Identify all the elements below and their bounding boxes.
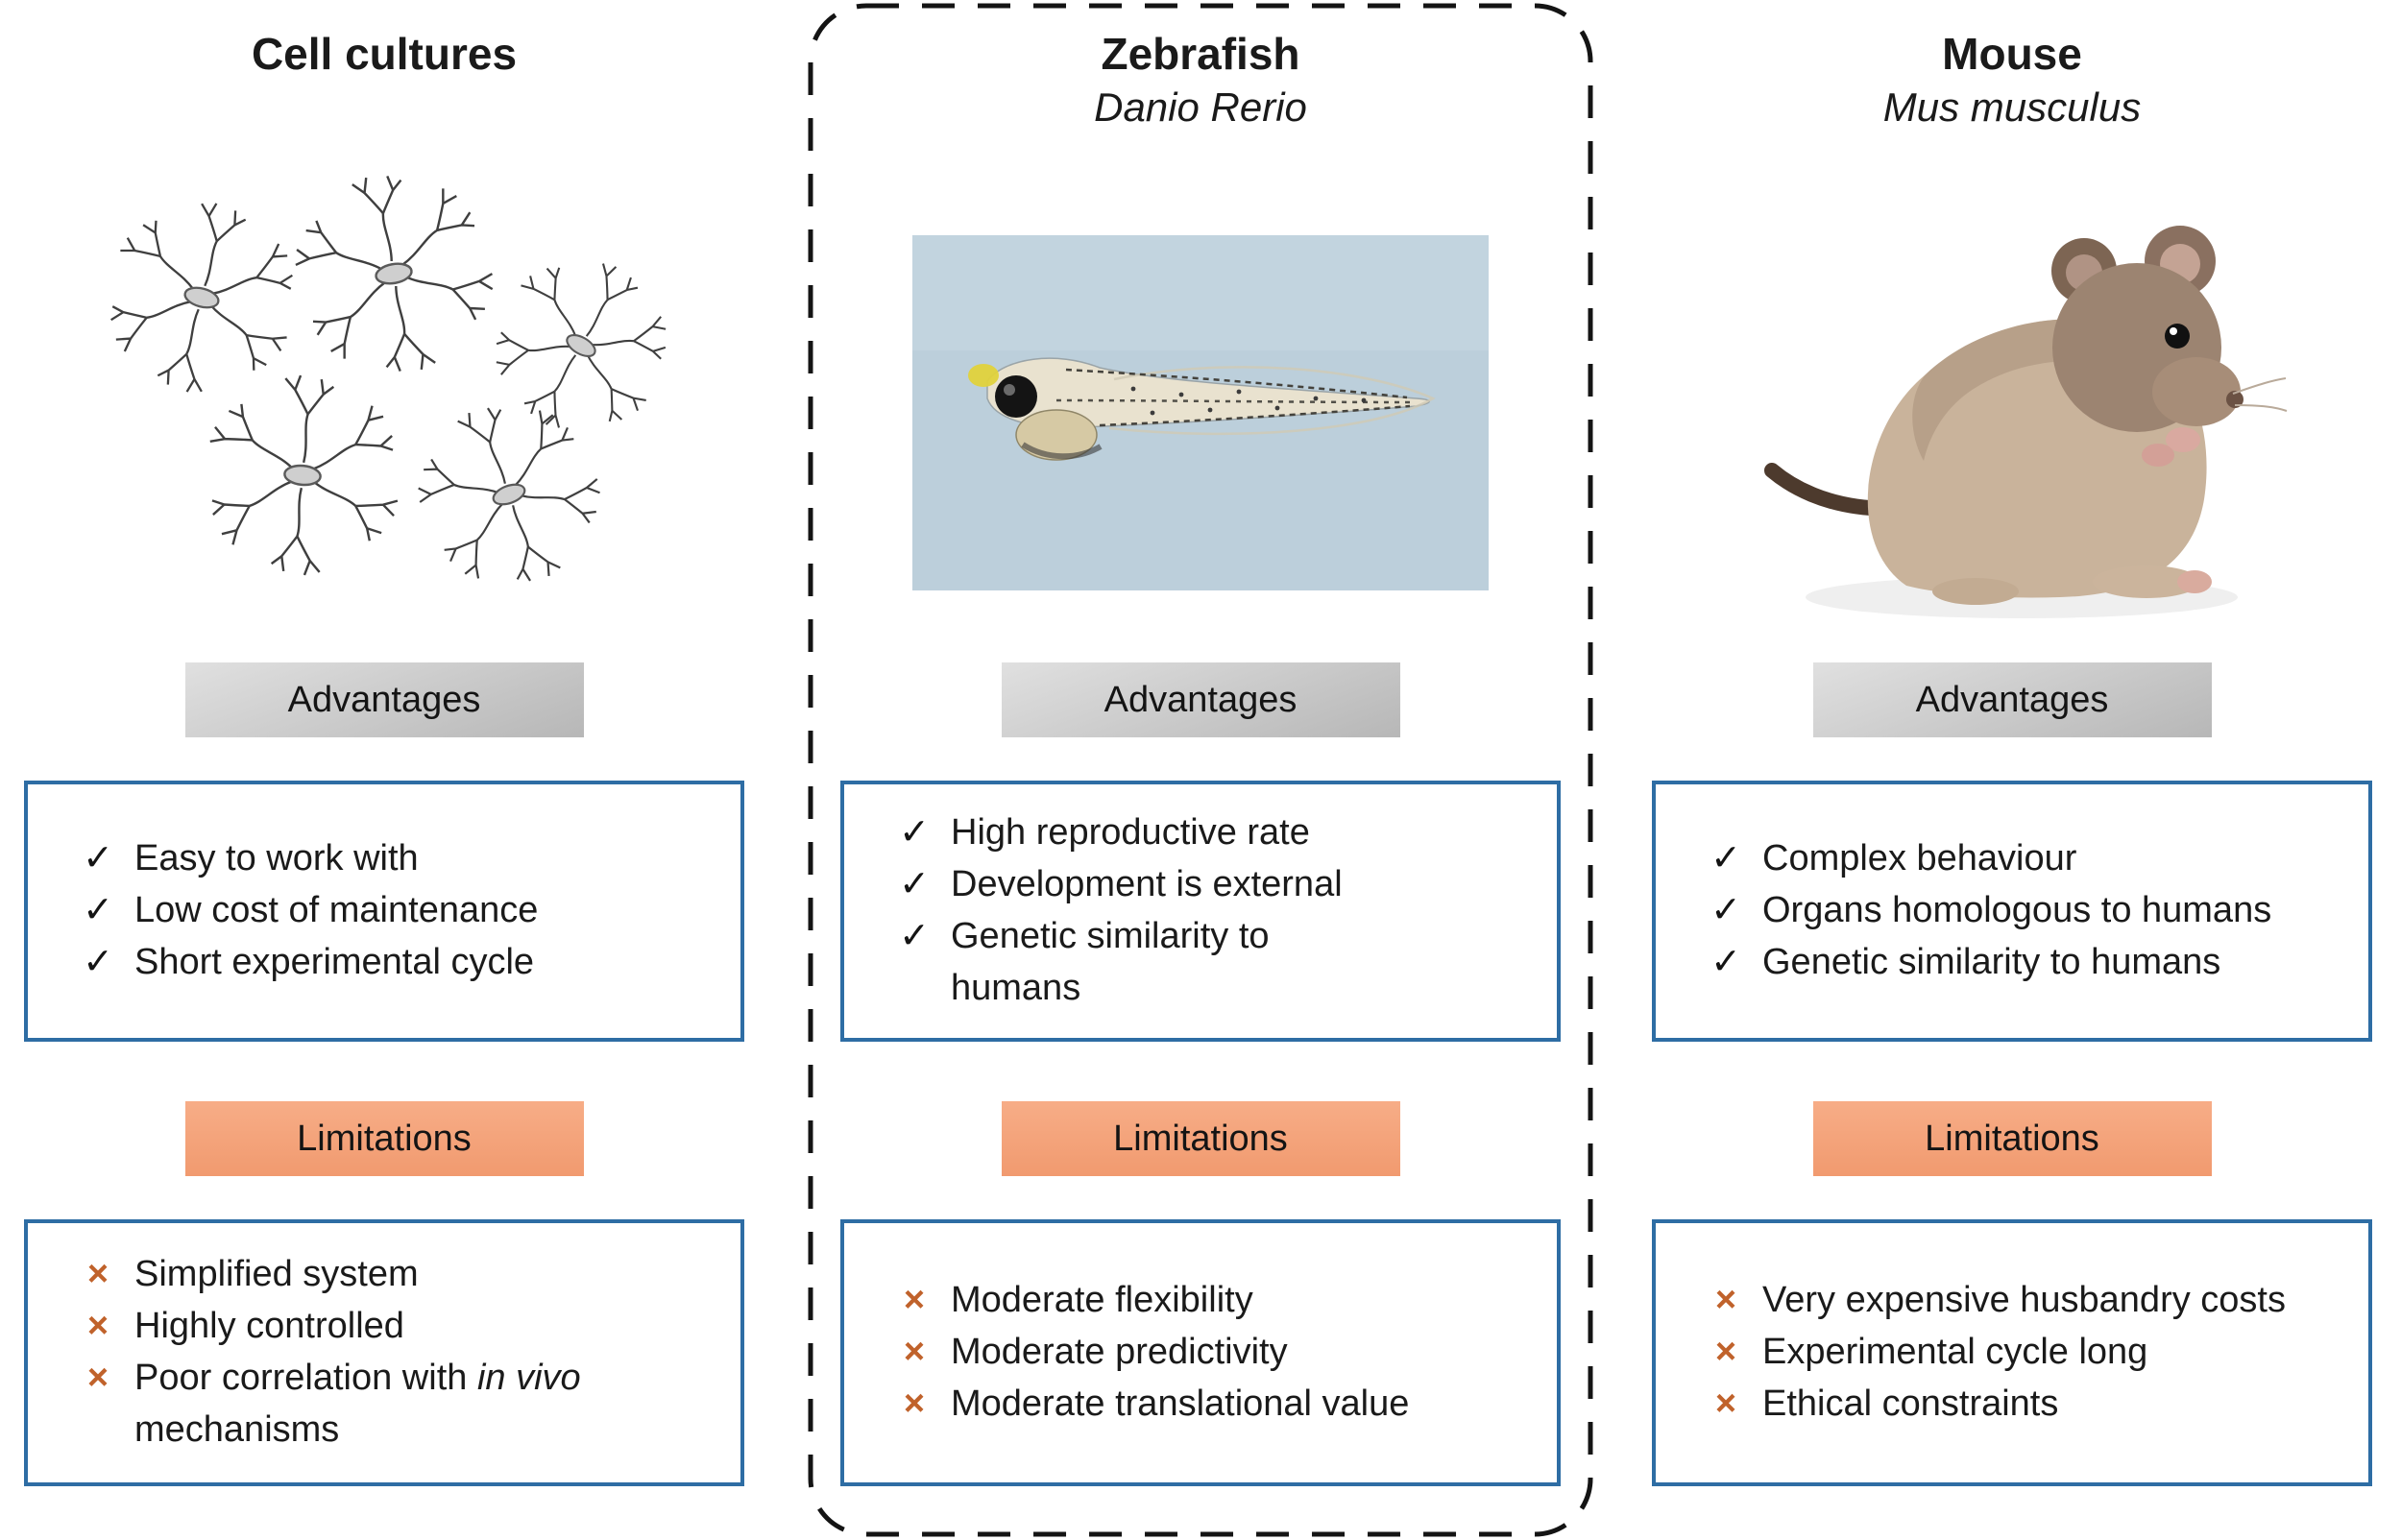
limitations-header: Limitations [1001,1101,1400,1176]
advantage-item: ✓ Complex behaviour [1709,833,2351,885]
cross-icon: × [86,1358,109,1398]
advantage-item: ✓ Short experimental cycle [81,937,723,989]
column-title: Mouse [1942,29,2082,79]
limitations-box: × Moderate flexibility × Moderate predic… [840,1219,1561,1486]
limitation-item: × Very expensive husbandry costs [1709,1275,2351,1327]
column-title: Cell cultures [251,29,518,79]
advantage-item: ✓ Genetic similarity to humans [897,911,1540,1015]
limitation-item: × Moderate flexibility [897,1275,1540,1327]
check-icon: ✓ [1710,838,1741,879]
column-title: Zebrafish [1101,29,1300,79]
limitation-item: × Poor correlation with in vivo mechanis… [81,1353,723,1456]
cross-icon: × [86,1306,109,1347]
advantages-box: ✓ Complex behaviour ✓ Organs homologous … [1652,781,2372,1042]
advantages-header: Advantages [184,662,584,737]
zebrafish-photo [912,235,1489,590]
zebrafish-figure [816,163,1585,662]
limitation-item: × Experimental cycle long [1709,1327,2351,1379]
limitations-header: Limitations [184,1101,584,1176]
mouse-figure [1633,163,2391,662]
column-title-area: Mouse Mus musculus [1883,27,2141,163]
advantages-box: ✓ High reproductive rate ✓ Development i… [840,781,1561,1042]
cross-icon: × [903,1383,926,1424]
column-title-area: Cell cultures [252,27,517,163]
limitation-item: × Highly controlled [81,1301,723,1353]
limitation-item: × Moderate translational value [897,1379,1540,1431]
limitation-item: × Ethical constraints [1709,1379,2351,1431]
column-zebrafish: Zebrafish Danio Rerio [816,0,1585,1540]
cross-icon: × [1714,1280,1737,1321]
limitations-header: Limitations [1812,1101,2212,1176]
advantages-header: Advantages [1001,662,1400,737]
advantage-item: ✓ Genetic similarity to humans [1709,937,2351,989]
limitation-item: × Simplified system [81,1249,723,1301]
limitation-item: × Moderate predictivity [897,1327,1540,1379]
advantage-item: ✓ High reproductive rate [897,807,1540,859]
column-cell-cultures: Cell cultures [10,0,759,1540]
column-mouse: Mouse Mus musculus [1633,0,2391,1540]
check-icon: ✓ [83,838,113,879]
mouse-photo [1764,226,2288,618]
limitations-box: × Simplified system × Highly controlled … [24,1219,744,1486]
cross-icon: × [903,1332,926,1373]
limitations-box: × Very expensive husbandry costs × Exper… [1652,1219,2372,1486]
advantage-item: ✓ Development is external [897,859,1540,911]
column-subtitle: Mus musculus [1882,84,2142,130]
check-icon: ✓ [83,941,113,982]
cross-icon: × [1714,1332,1737,1373]
check-icon: ✓ [899,812,930,854]
advantage-item: ✓ Organs homologous to humans [1709,885,2351,937]
check-icon: ✓ [899,864,930,905]
cross-icon: × [1714,1383,1737,1424]
check-icon: ✓ [899,916,930,956]
check-icon: ✓ [1710,941,1741,982]
check-icon: ✓ [83,890,113,931]
check-icon: ✓ [1710,890,1741,931]
neuron-illustration [58,173,711,653]
cross-icon: × [86,1254,109,1295]
advantage-item: ✓ Low cost of maintenance [81,885,723,937]
column-title-area: Zebrafish Danio Rerio [1094,27,1307,163]
advantages-header: Advantages [1812,662,2212,737]
column-subtitle: Danio Rerio [1094,84,1307,130]
advantages-box: ✓ Easy to work with ✓ Low cost of mainte… [24,781,744,1042]
cross-icon: × [903,1280,926,1321]
advantage-item: ✓ Easy to work with [81,833,723,885]
cell-cultures-figure [10,163,759,662]
